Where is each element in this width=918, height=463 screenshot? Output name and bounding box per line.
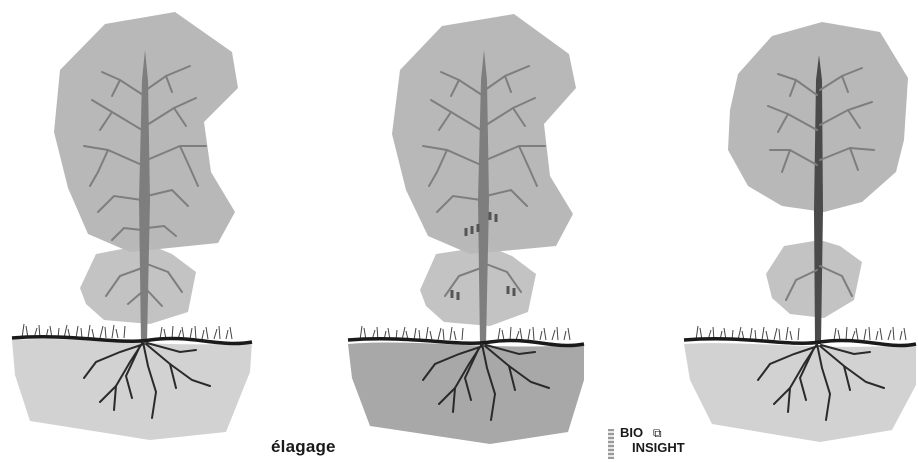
soil-area — [684, 343, 916, 442]
bio-insight-logo-icon: ⧉ — [653, 427, 662, 439]
lower-canopy — [420, 246, 536, 326]
logo-line2: INSIGHT — [632, 441, 685, 455]
soil-area — [12, 339, 252, 440]
lower-canopy — [80, 244, 196, 324]
bio-insight-logo: BIO ⧉ INSIGHT — [608, 426, 688, 460]
logo-bar-icon — [608, 429, 614, 459]
tree-before-pruning — [12, 12, 252, 440]
caption-label: élagage — [271, 437, 336, 457]
tree-pruning-in-progress — [348, 14, 584, 444]
tree-after-pruning — [684, 22, 916, 442]
logo-line1: BIO — [620, 426, 643, 440]
soil-area — [348, 342, 584, 444]
lower-canopy — [766, 240, 862, 318]
